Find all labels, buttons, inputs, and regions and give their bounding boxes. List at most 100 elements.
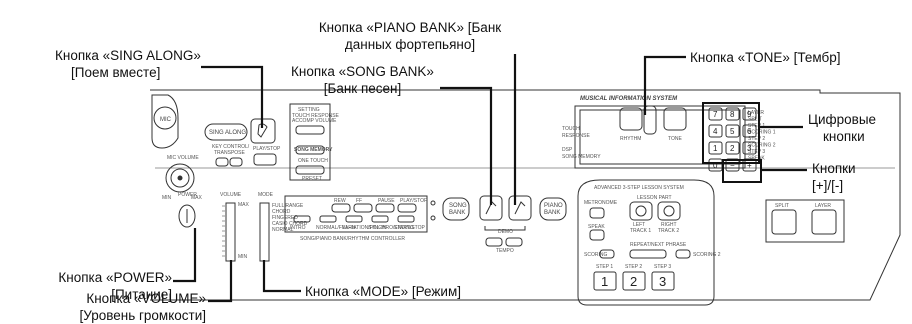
- callout-sing-along-line2: [Поем вместе]: [71, 65, 161, 80]
- controller-bottom-button[interactable]: [345, 215, 363, 223]
- controller-bottom-button[interactable]: [371, 215, 389, 223]
- step-1-button[interactable]: [593, 271, 617, 291]
- callout-tone-line1: Кнопка «TONE» [Тембр]: [690, 50, 841, 65]
- accomp-volume-label: ACCOMP VOLUME: [292, 118, 337, 124]
- controller-bottom-label: SYNCHRO/ENDING: [368, 225, 414, 231]
- left-hand-icon: [635, 205, 647, 217]
- setting-button[interactable]: [295, 125, 325, 135]
- keypad-button-7[interactable]: [708, 107, 723, 121]
- speak-button[interactable]: [589, 229, 605, 241]
- callout-plus-minus-line2: [+]/[-]: [812, 178, 844, 193]
- callout-volume-line2: [Уровень громкости]: [79, 308, 206, 323]
- mic-volume-knob[interactable]: [165, 163, 195, 193]
- volume-max-label: MAX: [238, 202, 250, 208]
- keypad-digit-0: 0: [713, 161, 718, 170]
- step-1-digit: 1: [601, 274, 608, 289]
- key-transpose-up[interactable]: [229, 157, 243, 167]
- lesson-right-button[interactable]: [657, 201, 681, 221]
- controller-bottom-button[interactable]: [319, 215, 337, 223]
- display-right-label: SCORING 2: [748, 143, 776, 149]
- keypad-button-4[interactable]: [708, 124, 723, 138]
- numeric-keypad-highlight: [702, 102, 760, 164]
- transpose-label: TRANSPOSE: [214, 150, 246, 156]
- mode-option-label: NORMAL: [272, 227, 294, 233]
- scoring-button[interactable]: [599, 249, 615, 259]
- keypad-button-6[interactable]: [742, 124, 757, 138]
- piano-bank-icon-button[interactable]: [508, 195, 532, 221]
- callout-line-volume: [208, 260, 233, 303]
- callout-line-mode: [262, 260, 301, 293]
- sing-along-label: SING ALONG: [209, 130, 246, 136]
- mic-min-label: MIN: [162, 195, 172, 201]
- keypad-button-8[interactable]: [725, 107, 740, 121]
- controller-top-button[interactable]: [353, 203, 373, 213]
- controller-top-button[interactable]: [397, 203, 417, 213]
- step-2-button[interactable]: [622, 271, 646, 291]
- repeat-phrase-button[interactable]: [629, 249, 667, 259]
- volume-min-label: MIN: [238, 254, 248, 260]
- split-layer-frame: [765, 199, 845, 243]
- callout-power-line1: Кнопка «POWER»: [58, 270, 172, 285]
- microphone-icon: [257, 123, 268, 138]
- play-stop-button[interactable]: [253, 153, 277, 166]
- layer-button[interactable]: [811, 209, 837, 235]
- keypad-button-5[interactable]: [725, 124, 740, 138]
- play-stop-label: PLAY/STOP: [253, 146, 281, 152]
- mode-option-label: FULL RANGE: [272, 203, 304, 209]
- step-3-button[interactable]: [651, 271, 675, 291]
- rhythm-label: RHYTHM: [620, 136, 641, 142]
- one-touch-label: ONE TOUCH: [298, 158, 328, 164]
- keypad-digit-7: 7: [713, 110, 718, 119]
- rhythm-button[interactable]: [619, 107, 643, 131]
- metronome-label: METRONOME: [584, 200, 618, 206]
- scoring-2-button[interactable]: [675, 249, 691, 259]
- keypad-digit-3: 3: [747, 144, 752, 153]
- keypad-button-9[interactable]: [742, 107, 757, 121]
- song-memory-button[interactable]: [295, 145, 325, 155]
- callout-volume: Кнопка «VOLUME» [Уровень громкости]: [0, 290, 206, 324]
- split-button[interactable]: [771, 209, 797, 235]
- song-bank-label-1: SONG: [449, 203, 467, 209]
- callout-power-line2: [Питание]: [111, 287, 172, 302]
- volume-slider[interactable]: [225, 202, 236, 262]
- keypad-button-1[interactable]: [708, 141, 723, 155]
- controller-top-label: FF: [356, 198, 362, 204]
- rhythm-tall-button[interactable]: [643, 105, 657, 135]
- lesson-title: ADVANCED 3-STEP LESSON SYSTEM: [594, 185, 684, 191]
- controller-title: SONG/PIANO BANK/RHYTHM CONTROLLER: [300, 236, 405, 242]
- setting-label: SETTING: [298, 107, 320, 113]
- keypad-digit-4: 4: [713, 127, 718, 136]
- controller-bottom-button[interactable]: [293, 215, 311, 223]
- mode-label: MODE: [258, 192, 274, 198]
- keypad-button-2[interactable]: [725, 141, 740, 155]
- callout-plus-minus-line1: Кнопки: [812, 161, 856, 176]
- volume-label: VOLUME: [220, 192, 242, 198]
- controller-top-button[interactable]: [375, 203, 395, 213]
- callout-piano-bank: Кнопка «PIANO BANK» [Банк данных фортепь…: [290, 19, 530, 53]
- one-touch-preset-button[interactable]: [295, 165, 325, 175]
- keypad-button-3[interactable]: [742, 141, 757, 155]
- piano-bank-button[interactable]: [539, 197, 567, 221]
- display-title: MUSICAL INFORMATION SYSTEM: [580, 96, 678, 102]
- controller-bottom-button[interactable]: [397, 215, 415, 223]
- sing-along-button[interactable]: [204, 123, 248, 141]
- controller-top-button[interactable]: [331, 203, 351, 213]
- repeat-phrase-label: REPEAT/NEXT PHRASE: [630, 242, 687, 248]
- controller-bottom-label: NORMAL/FILL-IN: [316, 225, 356, 231]
- key-transpose-down[interactable]: [215, 157, 229, 167]
- keypad-digit-5: 5: [730, 127, 735, 136]
- power-switch[interactable]: [178, 204, 196, 228]
- callout-numeric-line2: кнопки: [823, 129, 865, 144]
- song-bank-button[interactable]: [442, 197, 470, 221]
- controller-led-1: [430, 200, 436, 206]
- tempo-down-button[interactable]: [485, 237, 503, 247]
- tempo-up-button[interactable]: [505, 237, 523, 247]
- key-control-label: KEY CONTROL/: [212, 144, 250, 150]
- track2-label: TRACK 2: [658, 228, 679, 234]
- mode-slider[interactable]: [259, 202, 270, 262]
- keypad-digit-2: 2: [730, 144, 735, 153]
- tone-button[interactable]: [663, 107, 687, 131]
- metronome-button[interactable]: [589, 207, 605, 219]
- lesson-left-button[interactable]: [629, 201, 653, 221]
